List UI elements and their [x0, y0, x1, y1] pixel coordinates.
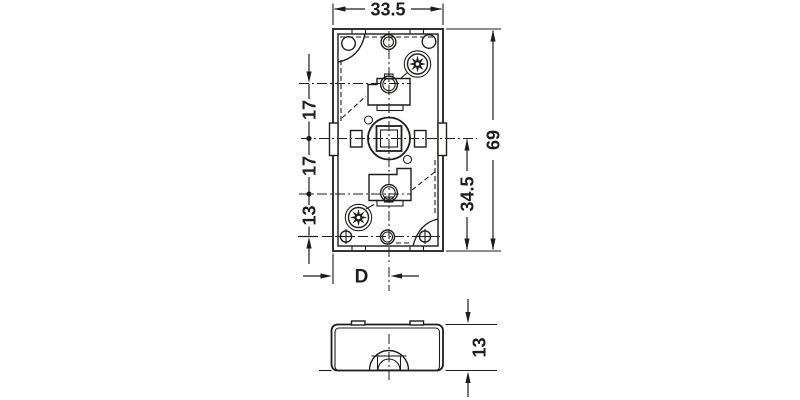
inner-corner-arc-top-left [337, 33, 366, 63]
dim-label-overall-width: 33.5 [370, 0, 405, 20]
dim-label-center-to-bottom: 34.5 [457, 176, 477, 211]
pin-hole-lower-right [402, 154, 413, 165]
arrowhead-left [390, 273, 402, 279]
screw-top-right [399, 50, 432, 80]
hole-top-right [421, 34, 437, 50]
arrowhead-up [465, 371, 471, 383]
side-tabs [350, 320, 425, 326]
dim-overall-height: 69 [446, 28, 503, 252]
dim-label-top-to-spindle: 17 [299, 100, 319, 120]
dim-backset: D [303, 253, 419, 288]
chain-point-dot [306, 191, 312, 197]
case-inner-outline [337, 33, 439, 247]
arrowhead-down [464, 238, 470, 250]
dim-label-backset: D [355, 267, 369, 288]
dim-label-case-depth: 13 [469, 337, 489, 357]
side-case-inner-line [334, 327, 441, 372]
center-lines [299, 31, 477, 381]
chain-point-dot [306, 135, 312, 142]
dim-label-spindle-to-cylinder: 17 [299, 156, 319, 176]
spindle-hub [363, 115, 413, 165]
arrowhead-up [490, 30, 496, 42]
dim-case-depth: 13 [445, 299, 497, 397]
arrowhead-up [464, 139, 470, 151]
arrowhead-up [306, 237, 312, 249]
arrowhead-right [320, 273, 332, 279]
cylinder-dome [368, 349, 410, 371]
screw-bottom-left [344, 203, 375, 232]
side-case-outline [330, 323, 444, 372]
dim-label-overall-height: 69 [483, 130, 503, 150]
top-edge-tabs [351, 29, 425, 34]
dim-overall-width: 33.5 [332, 0, 444, 25]
arrowhead-down [465, 312, 471, 324]
arrowhead-down [490, 238, 496, 250]
bottom-edge-tabs [351, 246, 425, 251]
hole-top-left [341, 36, 357, 52]
dim-chain-left: 17 17 13 [298, 54, 319, 264]
arrowhead-right [430, 6, 442, 12]
dim-label-cylinder-to-holes: 13 [299, 205, 319, 225]
inner-corner-arc-bottom-right [412, 218, 439, 247]
front-view [328, 28, 448, 252]
pin-hole-upper-left [363, 115, 374, 125]
dimensions: 33.5 69 34.5 [298, 0, 503, 397]
side-view [319, 320, 444, 372]
arrowhead-left [334, 6, 346, 12]
dim-center-to-bottom: 34.5 [457, 139, 477, 250]
arrowhead-down [306, 71, 312, 83]
faceplate-lips [328, 122, 448, 157]
